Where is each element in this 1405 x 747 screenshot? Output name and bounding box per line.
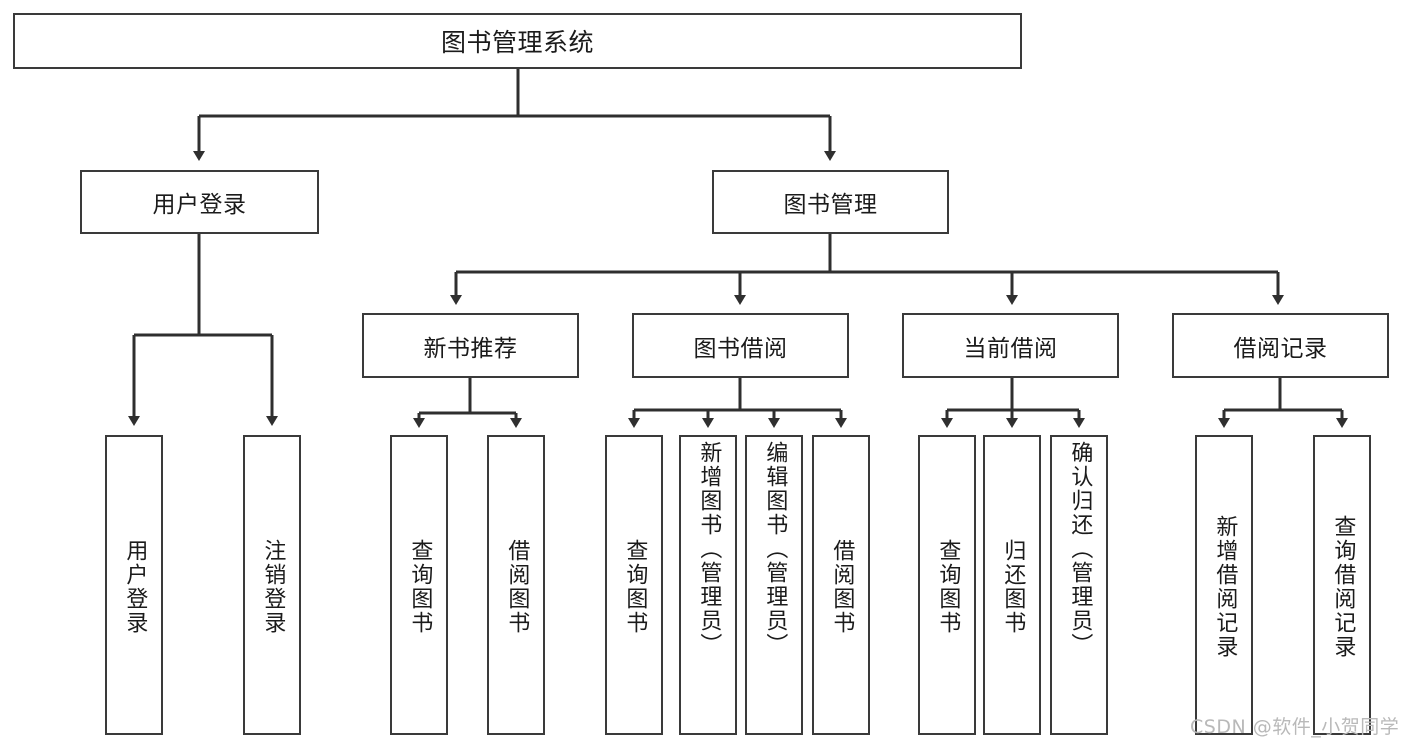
leaf-current-query-book[interactable]: 查询图书 <box>918 435 976 735</box>
leaf-borrow-edit-book-admin[interactable]: 编辑图书（管理员） <box>745 435 803 735</box>
leaf-record-query-record[interactable]: 查询借阅记录 <box>1313 435 1371 735</box>
node-label: 查询图书 <box>935 539 961 635</box>
leaf-current-confirm-return-admin[interactable]: 确认归还（管理员） <box>1050 435 1108 735</box>
leaf-user-logout[interactable]: 注销登录 <box>243 435 301 735</box>
leaf-borrow-borrow-book[interactable]: 借阅图书 <box>812 435 870 735</box>
node-label: 借阅记录 <box>1233 335 1328 362</box>
node-label: 图书借阅 <box>693 335 788 362</box>
leaf-record-add-record[interactable]: 新增借阅记录 <box>1195 435 1253 735</box>
node-book-management[interactable]: 图书管理 <box>712 170 949 234</box>
node-label: 注销登录 <box>260 539 286 635</box>
node-root-system[interactable]: 图书管理系统 <box>13 13 1022 69</box>
node-label: 新书推荐 <box>423 335 518 362</box>
node-current-borrow[interactable]: 当前借阅 <box>902 313 1119 378</box>
node-label: 借阅图书 <box>504 539 530 635</box>
node-book-borrow[interactable]: 图书借阅 <box>632 313 849 378</box>
node-label: 当前借阅 <box>963 335 1058 362</box>
node-label: 用户登录 <box>122 539 148 635</box>
node-label: 确认归还（管理员） <box>1067 441 1093 657</box>
leaf-borrow-query-book[interactable]: 查询图书 <box>605 435 663 735</box>
node-label: 用户登录 <box>152 192 247 218</box>
watermark-text: CSDN @软件_小贺同学 <box>1190 716 1400 738</box>
leaf-newbook-borrow-book[interactable]: 借阅图书 <box>487 435 545 735</box>
node-label: 归还图书 <box>1000 539 1026 635</box>
node-label: 查询图书 <box>407 539 433 635</box>
node-label: 编辑图书（管理员） <box>762 441 788 657</box>
node-label: 新增借阅记录 <box>1212 515 1238 659</box>
node-label: 图书管理系统 <box>440 28 594 57</box>
node-label: 图书管理 <box>783 192 878 218</box>
node-label: 借阅图书 <box>829 539 855 635</box>
leaf-newbook-query-book[interactable]: 查询图书 <box>390 435 448 735</box>
leaf-user-login[interactable]: 用户登录 <box>105 435 163 735</box>
node-label: 新增图书（管理员） <box>696 441 722 657</box>
node-label: 查询图书 <box>622 539 648 635</box>
node-label: 查询借阅记录 <box>1330 515 1356 659</box>
node-user-login[interactable]: 用户登录 <box>80 170 319 234</box>
leaf-borrow-add-book-admin[interactable]: 新增图书（管理员） <box>679 435 737 735</box>
node-new-book-recommend[interactable]: 新书推荐 <box>362 313 579 378</box>
leaf-current-return-book[interactable]: 归还图书 <box>983 435 1041 735</box>
node-borrow-record[interactable]: 借阅记录 <box>1172 313 1389 378</box>
